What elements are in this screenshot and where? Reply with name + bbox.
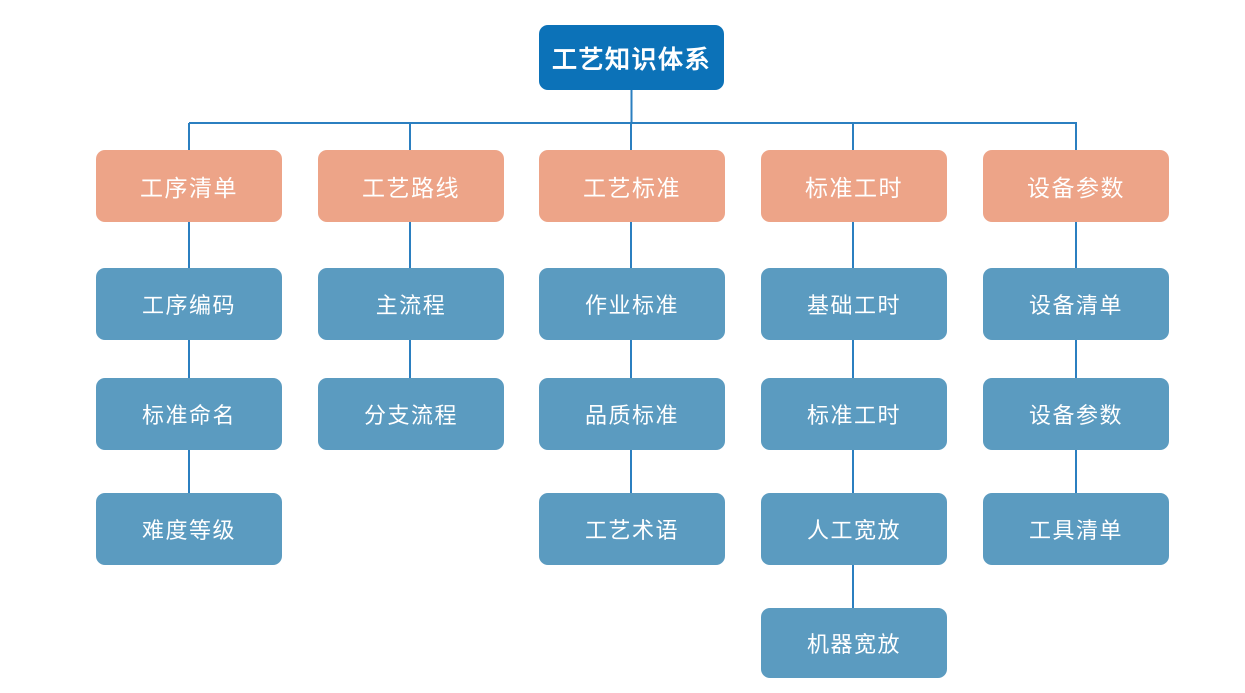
item-node-标准命名[interactable]: 标准命名 xyxy=(96,378,282,450)
category-node-设备参数[interactable]: 设备参数 xyxy=(983,150,1169,222)
item-node-品质标准[interactable]: 品质标准 xyxy=(539,378,725,450)
item-node-工序编码[interactable]: 工序编码 xyxy=(96,268,282,340)
item-node-基础工时[interactable]: 基础工时 xyxy=(761,268,947,340)
category-node-工艺路线[interactable]: 工艺路线 xyxy=(318,150,504,222)
item-node-机器宽放[interactable]: 机器宽放 xyxy=(761,608,947,678)
item-node-分支流程[interactable]: 分支流程 xyxy=(318,378,504,450)
item-node-设备清单[interactable]: 设备清单 xyxy=(983,268,1169,340)
category-node-工艺标准[interactable]: 工艺标准 xyxy=(539,150,725,222)
category-node-标准工时[interactable]: 标准工时 xyxy=(761,150,947,222)
item-node-设备参数[interactable]: 设备参数 xyxy=(983,378,1169,450)
root-node[interactable]: 工艺知识体系 xyxy=(539,25,724,90)
item-node-工具清单[interactable]: 工具清单 xyxy=(983,493,1169,565)
category-node-工序清单[interactable]: 工序清单 xyxy=(96,150,282,222)
item-node-标准工时[interactable]: 标准工时 xyxy=(761,378,947,450)
item-node-主流程[interactable]: 主流程 xyxy=(318,268,504,340)
item-node-工艺术语[interactable]: 工艺术语 xyxy=(539,493,725,565)
item-node-人工宽放[interactable]: 人工宽放 xyxy=(761,493,947,565)
item-node-作业标准[interactable]: 作业标准 xyxy=(539,268,725,340)
item-node-难度等级[interactable]: 难度等级 xyxy=(96,493,282,565)
